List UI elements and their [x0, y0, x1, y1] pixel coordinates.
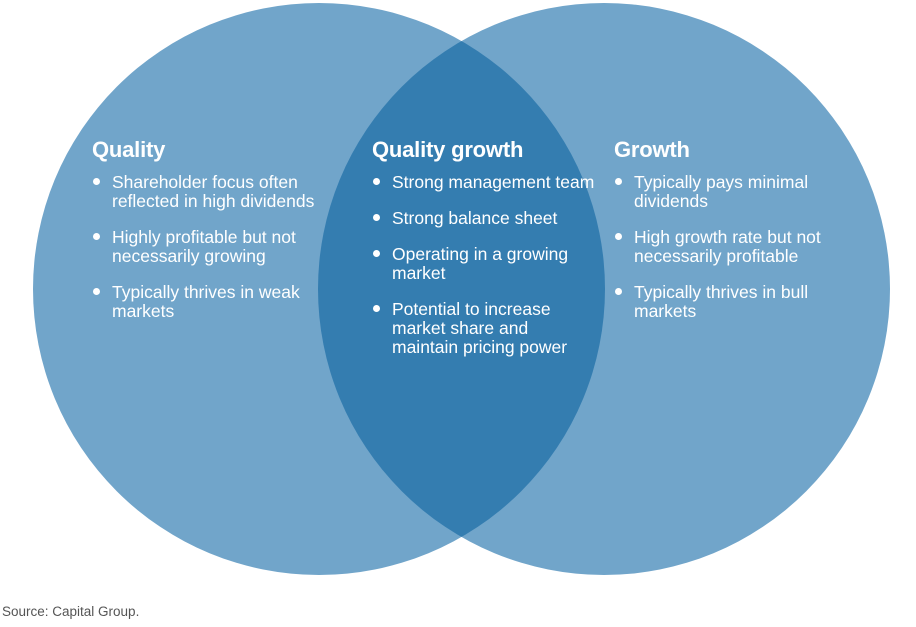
list-item: Shareholder focus often reflected in hig…	[92, 173, 332, 211]
quality-title: Quality	[92, 137, 166, 162]
bullet-icon	[615, 233, 622, 240]
list-item: Typically thrives in bull markets	[614, 283, 844, 321]
growth-title: Growth	[614, 137, 690, 162]
quality-growth-overlap	[318, 3, 605, 575]
list-item: Typically pays minimal dividends	[614, 173, 844, 211]
quality-growth-title: Quality growth	[372, 137, 524, 162]
growth-bullet-list: Typically pays minimal dividends High gr…	[614, 173, 844, 321]
list-item: Strong management team	[372, 173, 597, 192]
list-item: Potential to increase market share and m…	[372, 300, 597, 357]
list-item: High growth rate but not necessarily pro…	[614, 228, 844, 266]
bullet-icon	[373, 214, 380, 221]
list-item: Operating in a growing market	[372, 245, 597, 283]
quality-section: Quality Shareholder focus often reflecte…	[92, 137, 332, 338]
bullet-icon	[93, 233, 100, 240]
list-item: Strong balance sheet	[372, 209, 597, 228]
bullet-icon	[373, 178, 380, 185]
bullet-icon	[93, 178, 100, 185]
source-note: Source: Capital Group.	[2, 604, 140, 619]
list-item: Typically thrives in weak markets	[92, 283, 332, 321]
quality-growth-bullet-list: Strong management team Strong balance sh…	[372, 173, 597, 357]
quality-bullet-list: Shareholder focus often reflected in hig…	[92, 173, 332, 321]
bullet-icon	[615, 288, 622, 295]
growth-section: Growth Typically pays minimal dividends …	[614, 137, 844, 338]
bullet-icon	[615, 178, 622, 185]
bullet-icon	[93, 288, 100, 295]
list-item: Highly profitable but not necessarily gr…	[92, 228, 332, 266]
bullet-icon	[373, 250, 380, 257]
bullet-icon	[373, 305, 380, 312]
quality-growth-section: Quality growth Strong management team St…	[372, 137, 597, 374]
